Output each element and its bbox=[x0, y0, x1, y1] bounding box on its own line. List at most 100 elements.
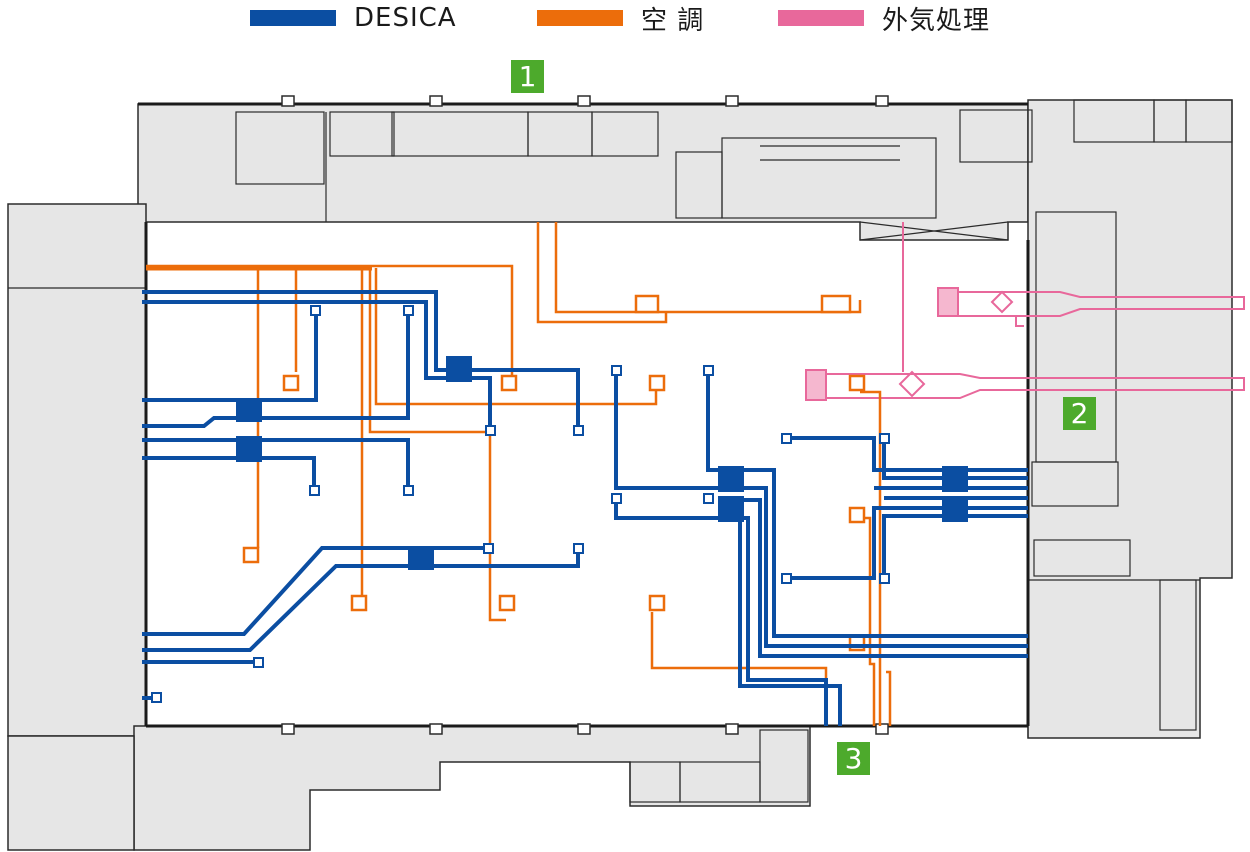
desica-line bbox=[142, 550, 580, 652]
aircon-unit bbox=[648, 374, 666, 392]
desica-unit bbox=[408, 546, 434, 570]
north-wing bbox=[137, 103, 1029, 241]
desica-diffuser bbox=[483, 543, 494, 554]
desica-diffuser bbox=[703, 493, 714, 504]
outdoor-air-duct bbox=[1015, 316, 1024, 327]
aircon-line bbox=[858, 516, 876, 726]
desica-line bbox=[732, 486, 1028, 648]
aircon-line bbox=[860, 390, 882, 726]
desica-diffuser bbox=[573, 543, 584, 554]
southwest-block bbox=[7, 735, 135, 851]
outdoor-air-unit bbox=[805, 369, 827, 401]
column bbox=[725, 723, 739, 735]
aircon-unit bbox=[848, 506, 866, 524]
legend-label-desica: DESICA bbox=[354, 3, 457, 33]
desica-line bbox=[142, 290, 580, 430]
legend-label-outdoor-air: 外気処理 bbox=[882, 5, 991, 36]
desica-unit bbox=[446, 356, 472, 382]
desica-line bbox=[706, 370, 1028, 638]
zone-badge-2: 2 bbox=[1063, 397, 1096, 430]
south-wing bbox=[133, 725, 811, 851]
room bbox=[959, 109, 1033, 163]
desica-diffuser bbox=[573, 425, 584, 436]
column bbox=[281, 95, 295, 107]
desica-units bbox=[236, 356, 968, 570]
room bbox=[591, 111, 659, 157]
aircon-unit bbox=[648, 594, 666, 612]
desica-lines bbox=[142, 290, 1028, 726]
column bbox=[875, 723, 889, 735]
aircon-line bbox=[554, 222, 862, 314]
column bbox=[281, 723, 295, 735]
desica-line bbox=[142, 456, 316, 490]
legend-swatch-outdoor-air bbox=[778, 10, 864, 26]
desica-line bbox=[732, 498, 1028, 658]
room bbox=[1033, 539, 1131, 577]
aircon-line bbox=[374, 268, 658, 406]
room bbox=[329, 111, 395, 157]
aircon-unit bbox=[498, 594, 516, 612]
room bbox=[1031, 461, 1119, 507]
outdoor-air-duct bbox=[826, 373, 1245, 399]
outdoor-air-damper bbox=[898, 370, 926, 398]
aircon-unit bbox=[350, 594, 368, 612]
outdoor-air-duct bbox=[958, 291, 1245, 317]
aircon-line bbox=[886, 670, 892, 726]
desica-diffuser bbox=[879, 433, 890, 444]
room bbox=[235, 111, 325, 185]
room bbox=[675, 151, 723, 219]
desica-diffuser bbox=[703, 365, 714, 376]
desica-line bbox=[142, 438, 410, 490]
desica-line bbox=[614, 500, 828, 726]
desica-unit bbox=[718, 466, 744, 492]
desica-line bbox=[786, 506, 1028, 580]
aircon-unit bbox=[848, 374, 866, 392]
desica-diffuser bbox=[403, 305, 414, 316]
legend-swatch-desica bbox=[250, 10, 336, 26]
desica-line bbox=[142, 312, 410, 428]
outdoor-air-unit bbox=[937, 287, 959, 317]
column bbox=[429, 723, 443, 735]
zone-badge-3: 3 bbox=[837, 742, 870, 775]
desica-line bbox=[738, 518, 842, 726]
aircon-unit bbox=[820, 294, 852, 314]
zone-badge-1: 1 bbox=[511, 60, 544, 93]
desica-line bbox=[882, 438, 1028, 480]
desica-diffuser bbox=[403, 485, 414, 496]
desica-diffuser bbox=[309, 485, 320, 496]
desica-line bbox=[882, 514, 1028, 578]
aircon-unit bbox=[242, 546, 260, 564]
column bbox=[725, 95, 739, 107]
legend-item-aircon: 空 調 bbox=[537, 4, 704, 36]
column bbox=[875, 95, 889, 107]
legend-label-aircon: 空 調 bbox=[641, 5, 705, 36]
column bbox=[429, 95, 443, 107]
desica-diffuser bbox=[310, 305, 321, 316]
room bbox=[759, 729, 809, 803]
desica-diffusers bbox=[151, 305, 890, 703]
columns bbox=[281, 95, 889, 735]
outdoor-air-ducts bbox=[805, 222, 1245, 401]
room-partitions bbox=[8, 99, 1233, 803]
legend-item-outdoor-air: 外気処理 bbox=[778, 4, 990, 36]
desica-diffuser bbox=[485, 425, 496, 436]
room bbox=[1185, 99, 1233, 143]
east-wing bbox=[1027, 99, 1233, 739]
desica-diffuser bbox=[611, 365, 622, 376]
west-wing bbox=[7, 203, 147, 737]
aircon-unit bbox=[282, 374, 300, 392]
aircon-lines bbox=[146, 222, 892, 726]
column bbox=[577, 723, 591, 735]
aircon-line bbox=[536, 222, 668, 324]
desica-diffuser bbox=[151, 692, 162, 703]
aircon-unit bbox=[500, 374, 518, 392]
desica-line bbox=[142, 546, 488, 636]
desica-unit bbox=[942, 466, 968, 492]
desica-line bbox=[142, 300, 492, 428]
legend-item-desica: DESICA bbox=[250, 3, 457, 33]
desica-line bbox=[786, 436, 1028, 472]
column bbox=[577, 95, 591, 107]
desica-diffuser bbox=[879, 573, 890, 584]
legend: DESICA 空 調 外気処理 bbox=[0, 0, 1250, 40]
